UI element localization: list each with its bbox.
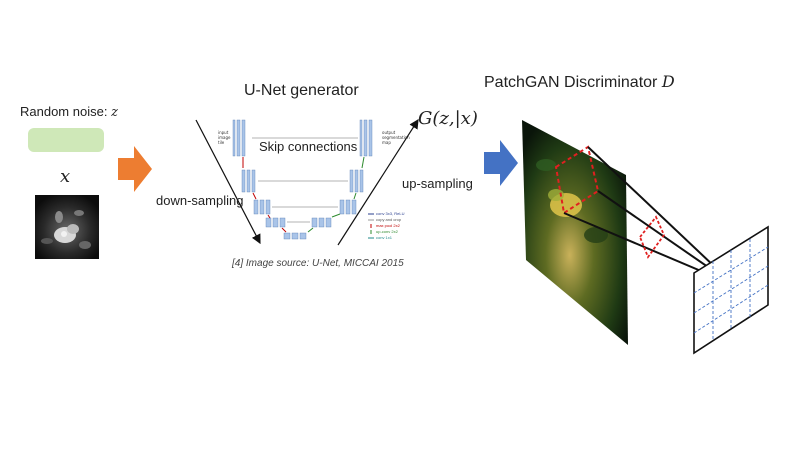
generator-output-label: G(z,|x): [418, 108, 478, 129]
input-x-symbol: x: [60, 166, 71, 187]
legend-up-conv: up-conv 2x2: [376, 229, 398, 234]
noise-variable: z: [111, 105, 118, 120]
down-sampling-label: down-sampling: [156, 193, 244, 208]
legend-conv-1x1: conv 1x1: [376, 235, 393, 240]
orange-arrow-icon: [118, 146, 152, 192]
noise-label: Random noise: z: [20, 104, 118, 120]
mid-patch: [638, 215, 666, 259]
unet-encoder: [232, 119, 307, 240]
unet-decoder: [311, 119, 373, 228]
unet-diagram: [195, 118, 419, 246]
pool-arrows: [242, 156, 365, 233]
discriminator-title-text: PatchGAN Discriminator: [484, 74, 662, 91]
legend-max-pool: max pool 2x2: [376, 223, 400, 228]
output-map-label: output segmentation map: [382, 130, 410, 145]
legend-conv: conv 3x3, ReLU: [376, 211, 405, 216]
up-sampling-label: up-sampling: [402, 176, 473, 191]
skip-connection-lines: [252, 137, 358, 223]
down-sampling-arrow: [195, 119, 261, 245]
up-sampling-arrow: [337, 118, 419, 246]
discriminator-title: PatchGAN Discriminator D: [484, 72, 675, 92]
unet-title: U-Net generator: [244, 82, 359, 99]
unet-legend: [368, 213, 374, 239]
image-source-caption: [4] Image source: U-Net, MICCAI 2015: [232, 258, 404, 269]
output-grid: [693, 225, 769, 355]
generated-image: [522, 120, 628, 345]
noise-label-text: Random noise:: [20, 104, 112, 119]
patchgan-diagram: [522, 120, 769, 355]
blue-arrow-icon: [484, 140, 518, 186]
input-tile-label: input image tile: [218, 130, 231, 145]
discriminator-variable: D: [661, 72, 675, 91]
input-image: [35, 195, 99, 259]
skip-connections-label: Skip connections: [259, 139, 358, 154]
legend-copy-crop: copy and crop: [376, 217, 402, 222]
noise-vector: [28, 128, 104, 152]
